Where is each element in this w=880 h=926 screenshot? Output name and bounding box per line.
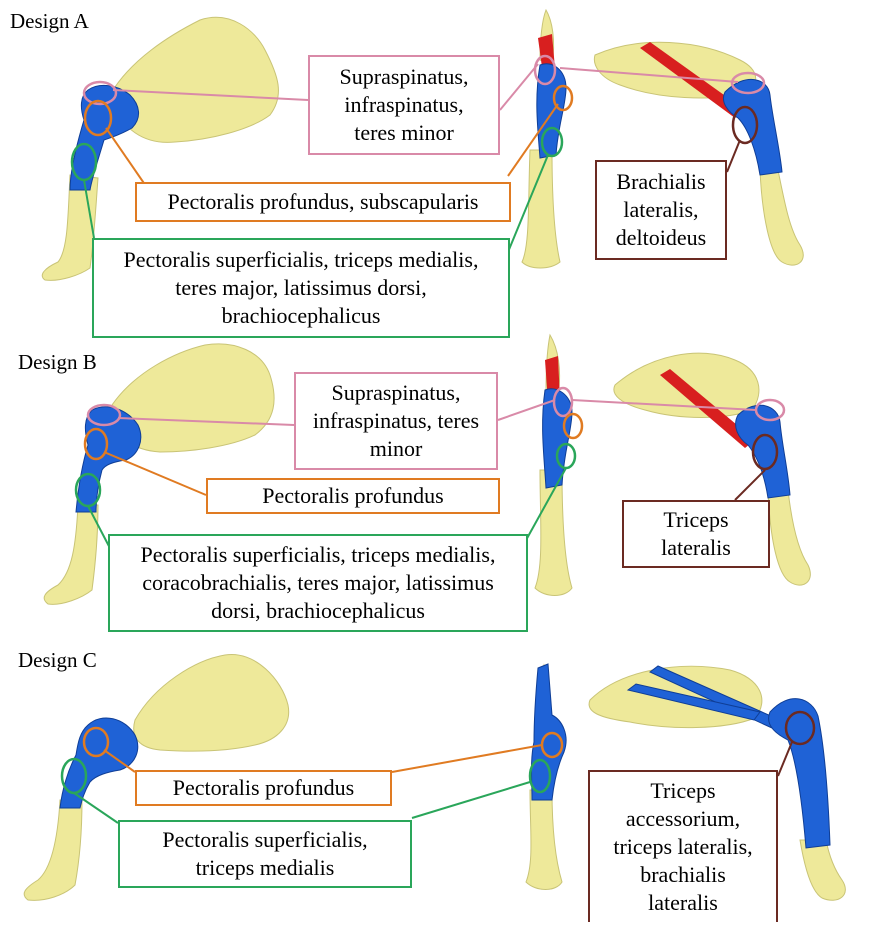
callout-line: Triceps	[650, 777, 715, 805]
callout-line: infraspinatus, teres	[313, 407, 479, 435]
callout-line: brachialis	[640, 861, 726, 889]
callout-line: Supraspinatus,	[340, 63, 469, 91]
humerus	[42, 175, 98, 280]
implant	[76, 407, 141, 512]
design-a-orange-callout: Pectoralis profundus, subscapularis	[135, 182, 511, 222]
leader-orange	[392, 745, 542, 772]
design-b-green-callout: Pectoralis superficialis, triceps medial…	[108, 534, 528, 632]
leader-brown	[735, 470, 765, 500]
humerus	[800, 840, 845, 900]
design-c-green-callout: Pectoralis superficialis, triceps medial…	[118, 820, 412, 888]
callout-line: triceps lateralis,	[613, 833, 752, 861]
callout-line: teres minor	[354, 119, 454, 147]
callout-line: Brachialis	[616, 168, 705, 196]
callout-line: Pectoralis superficialis, triceps medial…	[141, 541, 496, 569]
callout-line: Pectoralis superficialis,	[162, 826, 367, 854]
callout-line: brachiocephalicus	[222, 302, 381, 330]
design-a-pink-callout: Supraspinatus, infraspinatus, teres mino…	[308, 55, 500, 155]
design-b-cranial-view	[535, 335, 582, 596]
leader-orange	[104, 452, 206, 495]
leader-green	[412, 782, 530, 818]
callout-line: Triceps	[663, 506, 728, 534]
callout-line: dorsi, brachiocephalicus	[211, 597, 425, 625]
implant	[70, 85, 139, 190]
humerus	[24, 800, 82, 900]
callout-line: minor	[370, 435, 423, 463]
humerus	[768, 490, 810, 585]
callout-line: lateralis,	[623, 196, 698, 224]
humerus	[760, 170, 803, 265]
callout-line: Pectoralis profundus	[173, 774, 354, 802]
leader-pink	[500, 64, 538, 110]
callout-line: teres major, latissimus dorsi,	[175, 274, 426, 302]
leader-brown	[778, 742, 792, 776]
callout-line: Pectoralis superficialis, triceps medial…	[124, 246, 479, 274]
design-c-label: Design C	[18, 648, 97, 673]
callout-line: lateralis	[648, 889, 718, 917]
callout-line: lateralis	[661, 534, 731, 562]
design-c-orange-callout: Pectoralis profundus	[135, 770, 392, 806]
callout-line: Pectoralis profundus, subscapularis	[168, 188, 479, 216]
callout-line: coracobrachialis, teres major, latissimu…	[142, 569, 494, 597]
design-c-cranial-view	[526, 664, 566, 890]
design-c-brown-callout: Triceps accessorium, triceps lateralis, …	[588, 770, 778, 922]
humerus	[526, 790, 562, 890]
design-b-pink-callout: Supraspinatus, infraspinatus, teres mino…	[294, 372, 498, 470]
design-a-brown-callout: Brachialis lateralis, deltoideus	[595, 160, 727, 260]
scapula	[134, 654, 289, 751]
leader-brown	[727, 140, 740, 172]
design-b-orange-callout: Pectoralis profundus	[206, 478, 500, 514]
callout-line: accessorium,	[626, 805, 740, 833]
callout-line: Pectoralis profundus	[262, 482, 443, 510]
design-a-label: Design A	[10, 9, 89, 34]
callout-line: triceps medialis	[196, 854, 335, 882]
implant	[60, 718, 138, 808]
callout-line: deltoideus	[616, 224, 706, 252]
design-b-label: Design B	[18, 350, 97, 375]
design-b-brown-callout: Triceps lateralis	[622, 500, 770, 568]
humerus	[44, 505, 98, 604]
callout-line: Supraspinatus,	[332, 379, 461, 407]
humerus	[522, 150, 560, 268]
design-a-green-callout: Pectoralis superficialis, triceps medial…	[92, 238, 510, 338]
callout-line: infraspinatus,	[344, 91, 463, 119]
design-a-cranial-view	[522, 10, 572, 268]
